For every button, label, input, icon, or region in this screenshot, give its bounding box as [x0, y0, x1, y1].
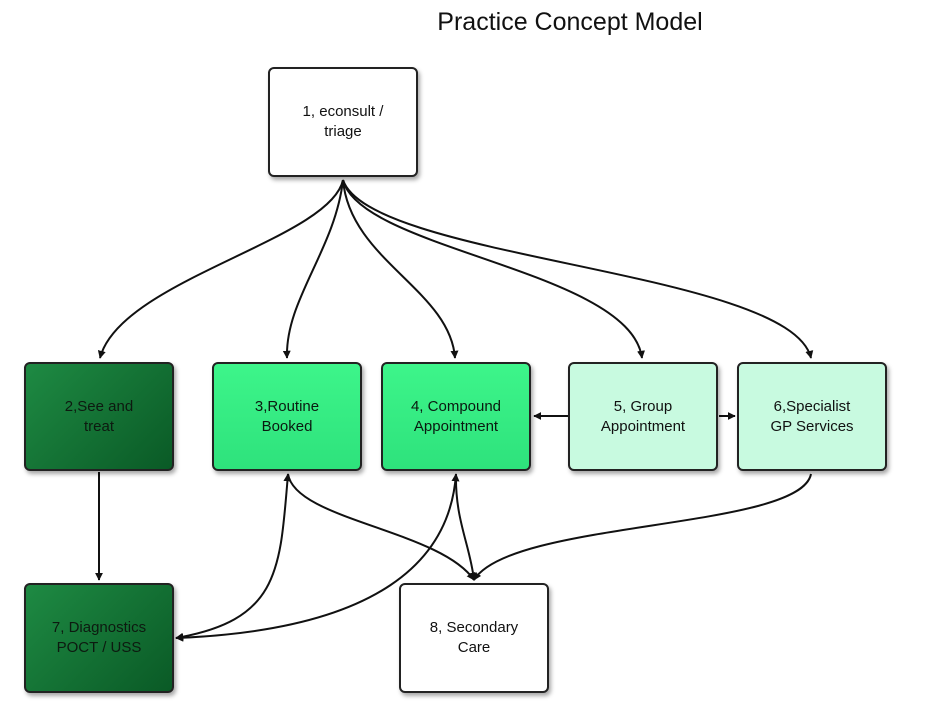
edge-7-3 — [175, 473, 292, 641]
edge-7-4 — [175, 473, 460, 642]
node-routine-booked[interactable]: 3,Routine Booked — [212, 362, 362, 471]
edge-1-to-3 — [282, 179, 344, 359]
node-econsult-triage[interactable]: 1, econsult / triage — [268, 67, 418, 177]
node-diagnostics-poct-uss[interactable]: 7, Diagnostics POCT / USS — [24, 583, 174, 693]
edge-1-to-4 — [342, 179, 459, 359]
edge-1-to-2 — [97, 179, 344, 359]
edge-1-to-5 — [342, 179, 645, 359]
edge-6-to-8 — [473, 473, 812, 581]
edge-3-to-8 — [287, 473, 475, 581]
diagram-title: Practice Concept Model — [437, 8, 703, 36]
node-compound-appointment[interactable]: 4, Compound Appointment — [381, 362, 531, 471]
node-specialist-gp-services[interactable]: 6,Specialist GP Services — [737, 362, 887, 471]
edge-1-to-6 — [342, 179, 814, 359]
node-see-and-treat[interactable]: 2,See and treat — [24, 362, 174, 471]
node-group-appointment[interactable]: 5, Group Appointment — [568, 362, 718, 471]
node-secondary-care[interactable]: 8, Secondary Care — [399, 583, 549, 693]
